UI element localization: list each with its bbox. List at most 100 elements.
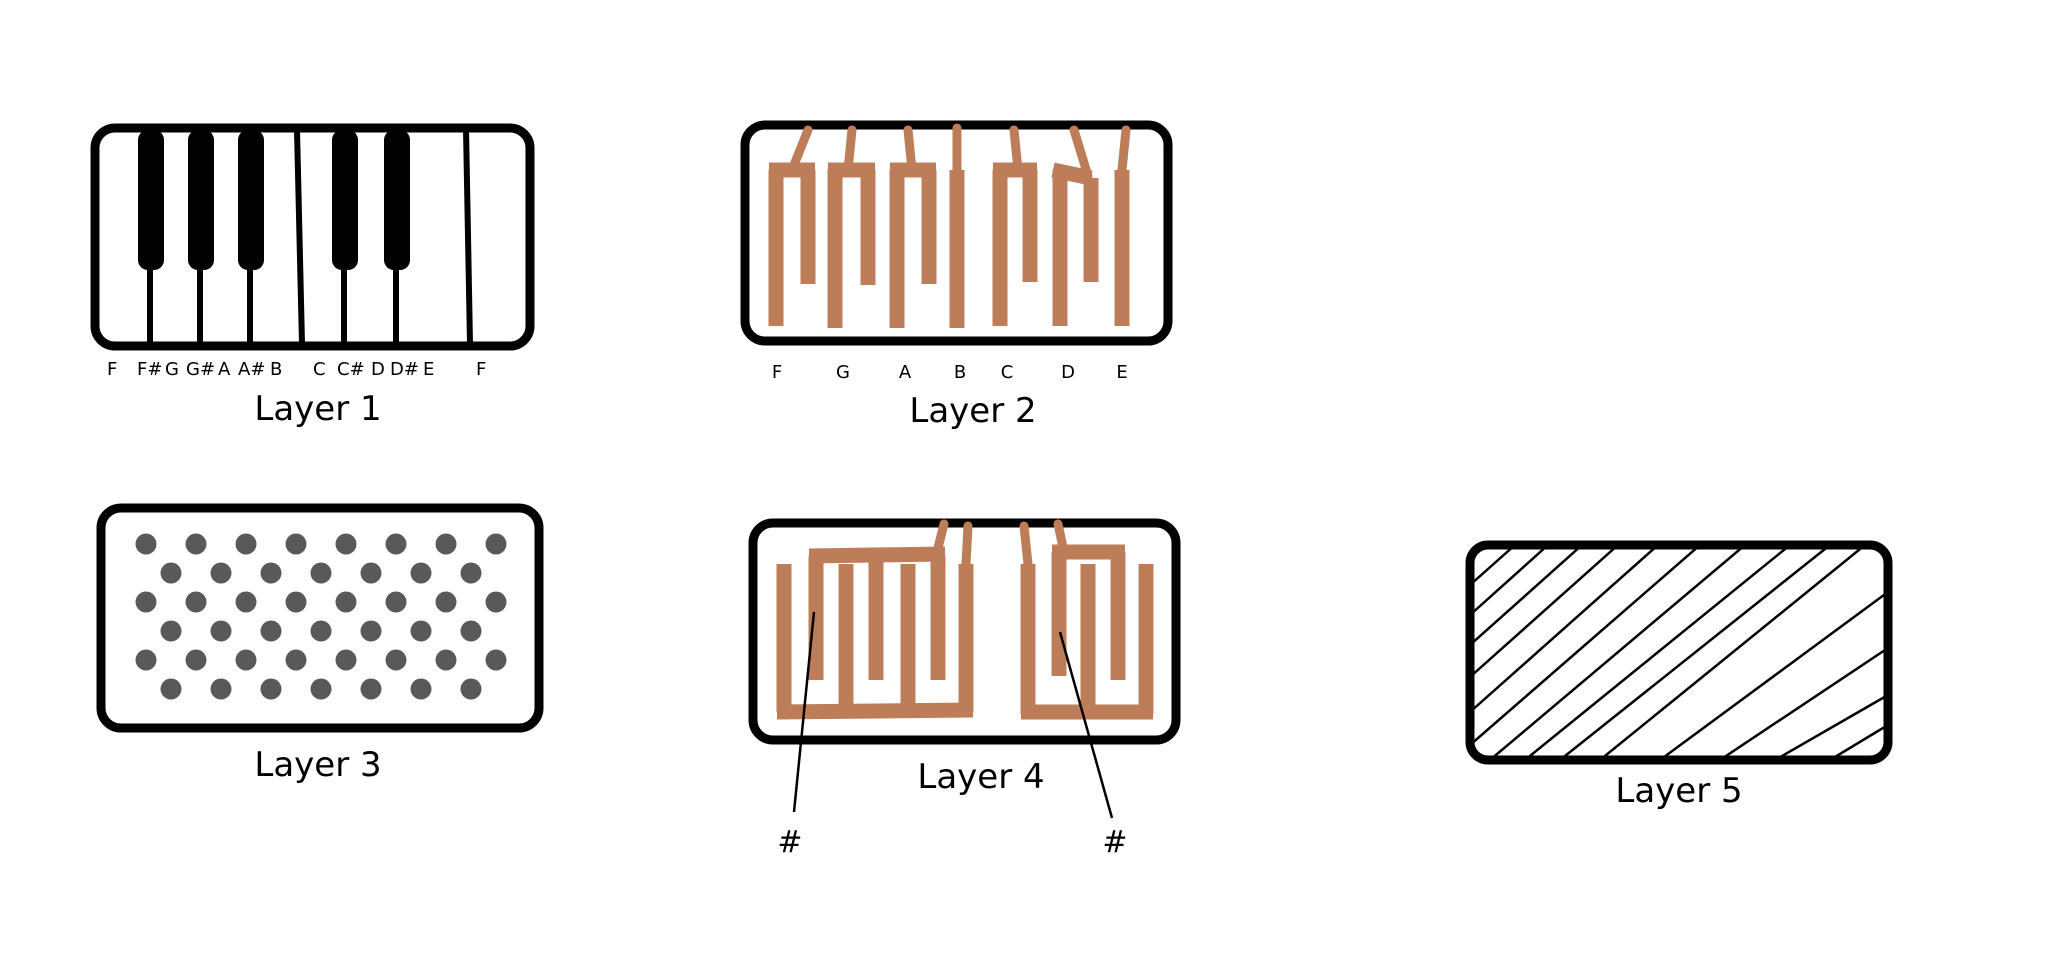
dot (160, 620, 182, 642)
dot (260, 562, 282, 584)
dot (310, 562, 332, 584)
note-label: B (270, 359, 282, 380)
copper-lead (903, 125, 917, 175)
dot (185, 649, 207, 671)
hatch-line (1829, 723, 1888, 760)
layer-5-frame (1465, 540, 1893, 765)
layer-4-copper-traces (776, 519, 1154, 720)
dot (410, 562, 432, 584)
dot (485, 649, 507, 671)
dot (135, 591, 157, 613)
hatch-line (1470, 545, 1701, 746)
note-label: C (313, 359, 326, 380)
layer-3-dot-grid (135, 533, 507, 700)
note-label: G (165, 359, 179, 380)
dot (410, 678, 432, 700)
layer-4-frame (748, 518, 1181, 745)
layer-4-callouts (792, 611, 1114, 819)
note-label: G# (186, 359, 215, 380)
copper-bottom-bus (776, 702, 974, 720)
dot (385, 591, 407, 613)
hatch-line (1470, 545, 1659, 713)
hatch-line (1470, 545, 1516, 586)
dot (285, 591, 307, 613)
callout-line-right (1058, 631, 1114, 819)
dot (485, 591, 507, 613)
copper-lead (1019, 521, 1033, 569)
dot (335, 533, 357, 555)
hatch-line (1470, 545, 1549, 616)
layer-1: F F# G G# A A# B C C# D D# E F Layer 1 (90, 123, 535, 429)
note-label: F (772, 362, 782, 383)
dot (335, 591, 357, 613)
dot (160, 562, 182, 584)
divider-7 (463, 127, 473, 345)
dot (185, 591, 207, 613)
dot (385, 649, 407, 671)
dot (235, 533, 257, 555)
dot (435, 591, 457, 613)
hatch-line (1774, 693, 1888, 760)
note-label: E (423, 359, 434, 380)
layer-2-note-labels: F G A B C D E (772, 362, 1128, 383)
callout-line-left (792, 611, 816, 813)
dot (460, 678, 482, 700)
layer-2: F G A B C D E Layer 2 (740, 120, 1173, 431)
black-key-5 (384, 130, 410, 270)
layer-5-hatch (1470, 545, 1888, 760)
note-label: D (371, 359, 385, 380)
dot (185, 533, 207, 555)
note-label: C# (337, 359, 365, 380)
layer-2-caption: Layer 2 (909, 391, 1036, 431)
layer-2-copper-traces (768, 123, 1131, 328)
black-key-3 (238, 130, 264, 270)
layer-3: Layer 3 (96, 503, 544, 785)
layer-3-caption: Layer 3 (254, 745, 381, 785)
dot (310, 678, 332, 700)
copper-lead (1009, 125, 1023, 175)
dot (210, 562, 232, 584)
note-label: F# (137, 359, 162, 380)
layer-5-caption: Layer 5 (1615, 771, 1742, 811)
note-label: F (476, 359, 486, 380)
hatch-line (1719, 646, 1888, 760)
dot (460, 620, 482, 642)
copper-lead (843, 125, 857, 175)
note-label: F (107, 359, 117, 380)
dot (210, 620, 232, 642)
dot (285, 649, 307, 671)
layer-3-frame (96, 503, 544, 733)
hatch-line (1470, 545, 1583, 646)
dot (235, 649, 257, 671)
dot (435, 533, 457, 555)
dot (485, 533, 507, 555)
dot (135, 649, 157, 671)
layer-1-frame (90, 123, 535, 351)
hatch-line (1599, 545, 1866, 760)
copper-lead (1053, 519, 1069, 557)
dot (235, 591, 257, 613)
dot (210, 678, 232, 700)
note-label: G (836, 362, 850, 383)
note-label: D (1061, 362, 1075, 383)
layer-4: # # Layer 4 (748, 518, 1181, 860)
note-label: C (1001, 362, 1014, 383)
note-label: B (954, 362, 966, 383)
dot (360, 678, 382, 700)
callout-label-right: # (1102, 825, 1127, 860)
layer-5: Layer 5 (1465, 540, 1893, 811)
layer-4-caption: Layer 4 (917, 757, 1044, 797)
hatch-line (1524, 545, 1791, 760)
hatch-line (1659, 590, 1888, 760)
copper-lead (961, 521, 973, 569)
note-label: E (1116, 362, 1127, 383)
layer-1-black-keys (138, 130, 410, 270)
note-label: A# (238, 359, 265, 380)
dot (310, 620, 332, 642)
dot (385, 533, 407, 555)
dot (135, 533, 157, 555)
note-label: D# (390, 359, 419, 380)
note-label: A (899, 362, 912, 383)
dot (160, 678, 182, 700)
